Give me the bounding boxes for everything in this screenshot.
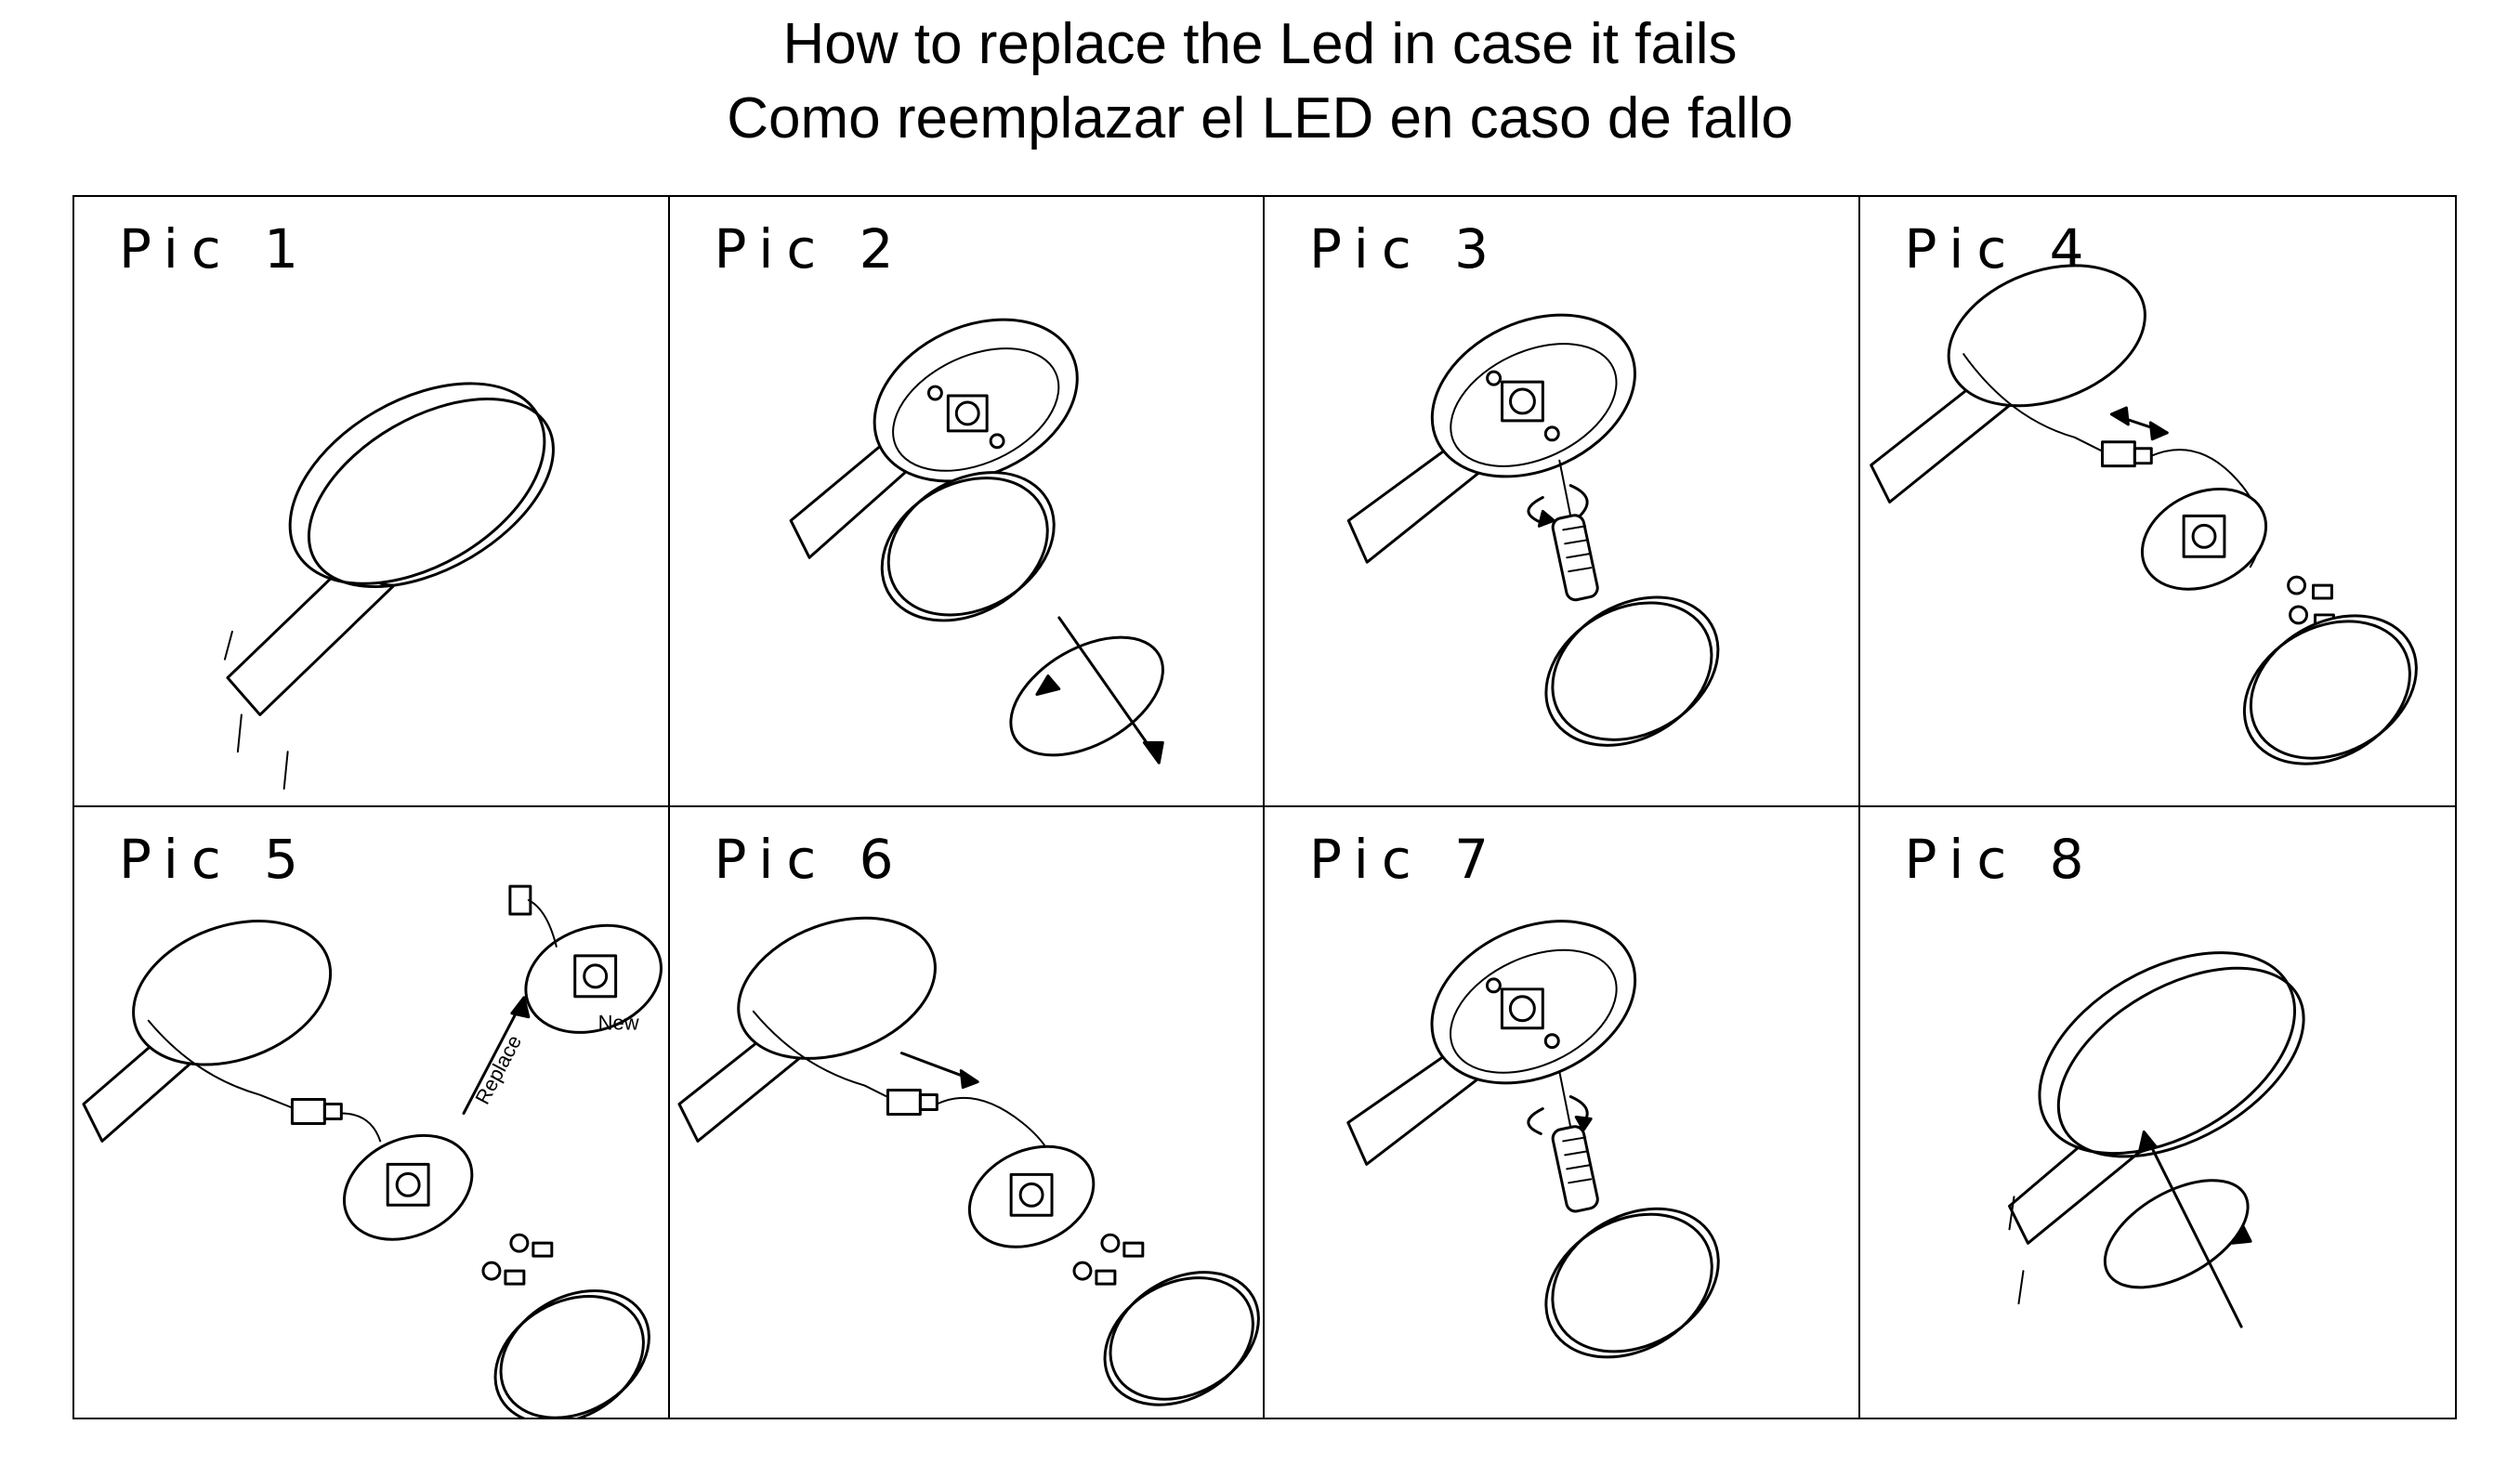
panel-pic-5: Pic 5 Replace New xyxy=(74,807,670,1418)
reattach-cover-illustration xyxy=(2007,951,2305,1328)
pic-label: Pic 1 xyxy=(119,217,312,281)
pic-label: Pic 7 xyxy=(1309,828,1503,891)
disconnect-led-illustration xyxy=(1869,264,2418,765)
remove-cover-illustration xyxy=(789,318,1164,765)
lamp-assembled-illustration xyxy=(223,382,555,791)
pic-label: Pic 8 xyxy=(1904,828,2097,891)
replace-annotation: Replace xyxy=(470,1031,526,1108)
page-title: How to replace the Led in case it fails … xyxy=(0,7,2520,156)
title-english: How to replace the Led in case it fails xyxy=(782,12,1738,76)
instruction-grid: Pic 1 Pic 2 Pic 3 xyxy=(72,195,2457,1419)
panel-pic-8: Pic 8 xyxy=(1860,807,2456,1418)
screw-in-illustration xyxy=(1346,920,1720,1359)
pic-label: Pic 3 xyxy=(1309,217,1503,281)
pic-label: Pic 2 xyxy=(714,217,907,281)
unscrew-illustration xyxy=(1346,313,1720,747)
replace-led-illustration: Replace New xyxy=(82,884,663,1418)
panel-pic-6: Pic 6 xyxy=(670,807,1265,1418)
panel-pic-7: Pic 7 xyxy=(1265,807,1860,1418)
new-annotation: New xyxy=(598,1012,639,1035)
pic-label: Pic 5 xyxy=(119,828,312,891)
panel-pic-3: Pic 3 xyxy=(1265,197,1860,807)
connect-new-led-illustration xyxy=(676,916,1260,1406)
panel-pic-4: Pic 4 xyxy=(1859,197,2455,807)
pic-label: Pic 6 xyxy=(714,828,907,891)
panel-pic-1: Pic 1 xyxy=(74,197,670,807)
panel-pic-2: Pic 2 xyxy=(669,197,1265,807)
title-spanish: Como reemplazar el LED en caso de fallo xyxy=(727,86,1793,150)
